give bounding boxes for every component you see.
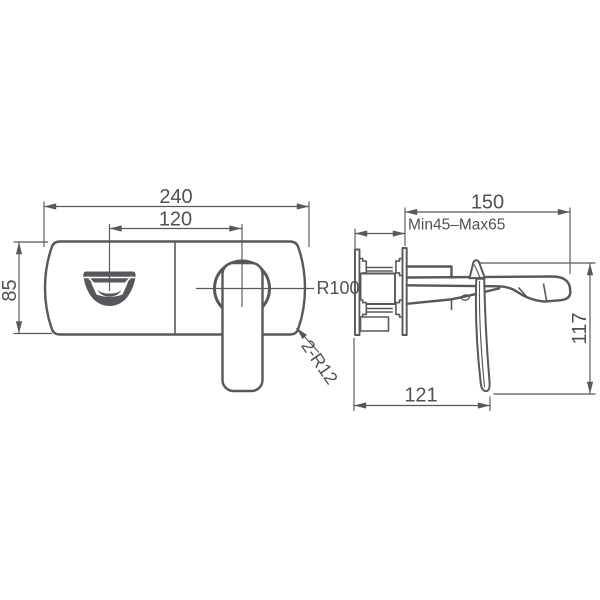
aerator-lines — [517, 283, 548, 301]
dimensions: 240 120 85 R100 2-R12 150 Min4 — [0, 186, 596, 411]
radius-corner-label: 2-R12 — [297, 336, 342, 388]
dim-hole-spacing: 120 — [109, 209, 242, 232]
dim-plate-width-label: 240 — [159, 186, 192, 208]
dim-body-height: 117 — [478, 262, 596, 395]
spout-side — [405, 265, 572, 310]
spout-opening — [97, 289, 122, 297]
dim-overall-depth: 121 — [353, 338, 491, 411]
side-view — [354, 247, 572, 393]
front-view-faceplate — [43, 224, 314, 393]
dim-corner-radius: 2-R12 — [296, 327, 342, 388]
dim-plate-width: 240 — [43, 186, 310, 247]
dim-plate-height-label: 85 — [0, 279, 21, 301]
dim-install-depth: Min45–Max65 — [354, 217, 505, 249]
in-wall-valve-body — [354, 248, 404, 336]
escutcheon-side — [401, 247, 408, 336]
dim-plate-height: 85 — [0, 241, 52, 335]
dim-spout-reach-label: 150 — [471, 192, 504, 214]
dim-hole-spacing-label: 120 — [159, 209, 192, 231]
dim-body-height-label: 117 — [569, 313, 591, 345]
set-screw — [460, 294, 471, 301]
radius-side-label: R100 — [317, 278, 360, 298]
dim-install-depth-label: Min45–Max65 — [408, 217, 505, 234]
faceplate-outline — [43, 240, 307, 336]
handle-lever-side — [468, 259, 491, 393]
dim-overall-depth-label: 121 — [404, 385, 437, 407]
